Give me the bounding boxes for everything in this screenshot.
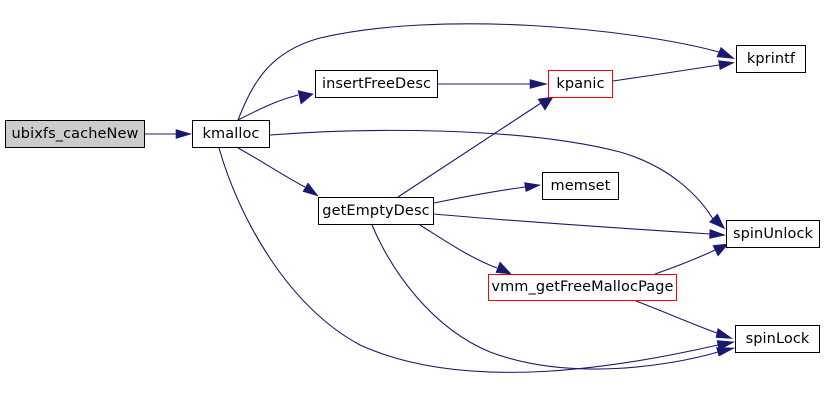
edge-getEmptyDesc-to-spinUnlock [433, 213, 727, 239]
node-label: vmm_getFreeMallocPage [491, 279, 674, 296]
edge-insertFreeDesc-to-kpanic [438, 79, 549, 89]
node-kmalloc[interactable]: kmalloc [192, 120, 270, 148]
edge-kpanic-to-kprintf [612, 60, 736, 82]
edge-getEmptyDesc-to-spinLock [371, 224, 736, 370]
edge-getEmptyDesc-to-memset [433, 182, 542, 204]
node-vmm-getfreemallocpage[interactable]: vmm_getFreeMallocPage [488, 274, 677, 301]
node-label: kmalloc [202, 125, 260, 142]
node-memset[interactable]: memset [542, 172, 619, 200]
node-label: spinLock [745, 330, 810, 347]
node-kprintf[interactable]: kprintf [736, 45, 806, 73]
edge-kmalloc-to-getEmptyDesc [237, 147, 319, 197]
node-label: kpanic [556, 75, 605, 92]
node-label: ubixfs_cacheNew [11, 125, 139, 142]
edge-kmalloc-to-spinUnlock [269, 129, 726, 230]
edge-kmalloc-to-insertFreeDesc [237, 90, 314, 121]
node-getemptydesc[interactable]: getEmptyDesc [318, 197, 434, 225]
node-label: insertFreeDesc [321, 75, 432, 92]
node-label: memset [550, 177, 611, 194]
edge-getEmptyDesc-to-kpanic [397, 96, 554, 198]
node-label: getEmptyDesc [322, 202, 430, 219]
node-insertfreedesc[interactable]: insertFreeDesc [315, 70, 438, 98]
edge-kmalloc-to-kprintf [237, 23, 735, 121]
edge-vmm_getFreeMallocPage-to-spinLock [635, 300, 734, 339]
node-label: kprintf [746, 50, 796, 67]
edge-ubixfs_cacheNew-to-kmalloc [145, 129, 193, 139]
node-ubixfs-cachenew[interactable]: ubixfs_cacheNew [5, 120, 145, 148]
edge-getEmptyDesc-to-vmm_getFreeMallocPage [419, 224, 512, 275]
node-kpanic[interactable]: kpanic [548, 70, 613, 98]
node-spinlock[interactable]: spinLock [735, 325, 820, 353]
node-label: spinUnlock [732, 225, 814, 242]
edge-vmm_getFreeMallocPage-to-spinUnlock [654, 243, 729, 275]
node-spinunlock[interactable]: spinUnlock [726, 220, 820, 248]
